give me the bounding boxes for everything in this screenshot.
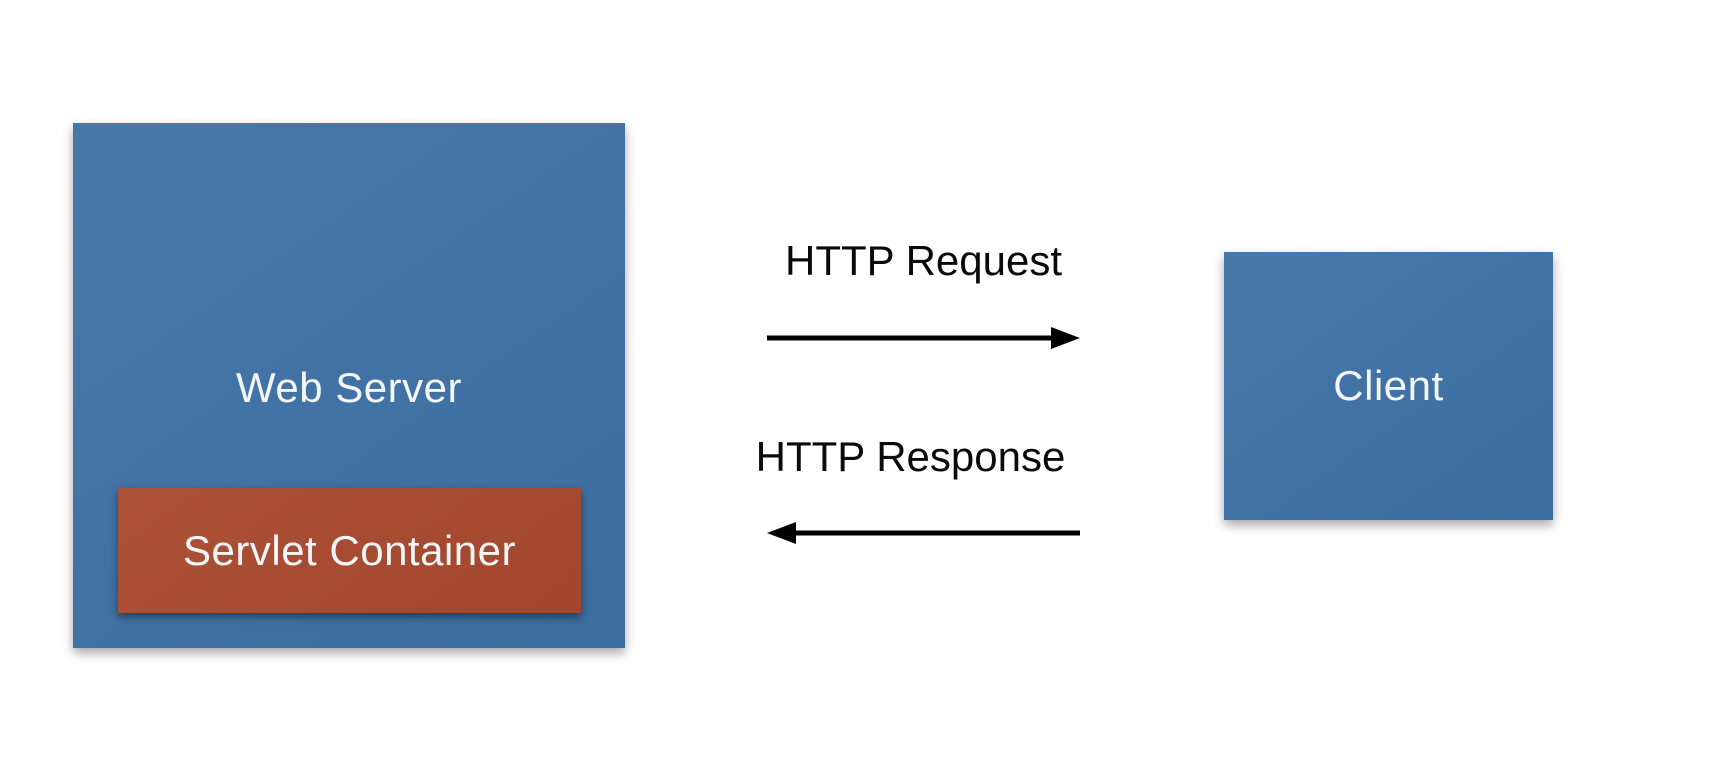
- http-request-arrow-icon: [767, 327, 1080, 349]
- servlet-container-box: Servlet Container: [118, 488, 581, 613]
- client-box: Client: [1224, 252, 1553, 520]
- web-server-label: Web Server: [236, 364, 462, 411]
- client-label: Client: [1333, 362, 1444, 409]
- http-response-arrowhead: [767, 522, 796, 544]
- http-response-label: HTTP Response: [755, 433, 1066, 480]
- http-request-label: HTTP Request: [785, 237, 1062, 284]
- http-request-arrowhead: [1051, 327, 1080, 349]
- http-response-arrow-icon: [767, 522, 1080, 544]
- servlet-container-label: Servlet Container: [183, 526, 516, 574]
